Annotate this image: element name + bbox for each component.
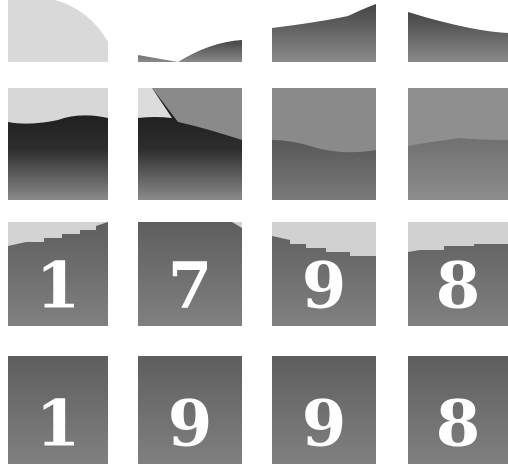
digit-r4-c2: 9 bbox=[168, 387, 213, 462]
digit-r3-c4: 8 bbox=[436, 249, 481, 324]
row-1 bbox=[8, 0, 508, 62]
row-3: 1 7 9 8 bbox=[8, 222, 508, 326]
tile-r1-c1 bbox=[8, 0, 108, 62]
digit-r3-c3: 9 bbox=[302, 249, 347, 324]
row-4: 1 9 9 8 bbox=[8, 356, 508, 464]
tile-r1-c4 bbox=[408, 12, 508, 62]
digit-r4-c3: 9 bbox=[302, 387, 347, 462]
digit-r3-c1: 1 bbox=[36, 249, 81, 324]
digit-r3-c2: 7 bbox=[168, 249, 213, 324]
tile-r1-c3 bbox=[272, 4, 376, 62]
row-2 bbox=[8, 88, 508, 200]
tile-r1-c2 bbox=[138, 40, 242, 62]
digit-r4-c1: 1 bbox=[36, 387, 81, 462]
digit-r4-c4: 8 bbox=[436, 387, 481, 462]
